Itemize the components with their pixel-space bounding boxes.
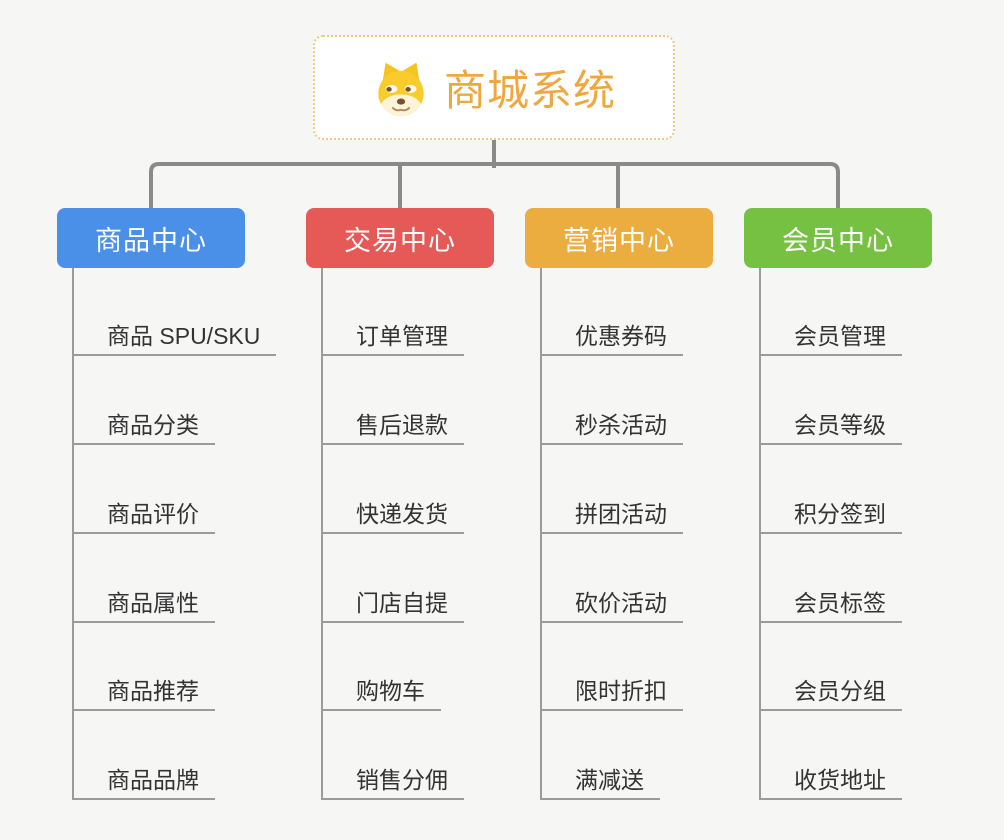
leaf-item[interactable]: 拼团活动 (541, 496, 683, 534)
leaf-item[interactable]: 商品分类 (73, 407, 215, 445)
leaf-item[interactable]: 砍价活动 (541, 585, 683, 623)
leaf-item[interactable]: 订单管理 (322, 318, 464, 356)
leaf-item[interactable]: 购物车 (322, 673, 441, 711)
leaf-item[interactable]: 积分签到 (760, 496, 902, 534)
leaf-item[interactable]: 限时折扣 (541, 673, 683, 711)
branch-node-trade[interactable]: 交易中心 (306, 208, 494, 268)
branch-node-marketing[interactable]: 营销中心 (525, 208, 713, 268)
root-connectors (149, 140, 840, 208)
leaf-item[interactable]: 售后退款 (322, 407, 464, 445)
root-node[interactable]: 商城系统 (313, 35, 675, 140)
leaf-item[interactable]: 商品 SPU/SKU (73, 318, 277, 356)
leaf-item[interactable]: 销售分佣 (322, 762, 464, 800)
branch-node-member[interactable]: 会员中心 (744, 208, 932, 268)
leaf-item[interactable]: 门店自提 (322, 585, 464, 623)
root-title: 商城系统 (443, 67, 616, 114)
leaf-item[interactable]: 满减送 (541, 762, 660, 800)
doge-icon (378, 62, 424, 116)
leaf-item[interactable]: 秒杀活动 (541, 407, 683, 445)
leaf-item[interactable]: 商品推荐 (73, 673, 215, 711)
leaf-item[interactable]: 会员分组 (760, 673, 902, 711)
leaf-item[interactable]: 收货地址 (760, 762, 902, 800)
leaf-item[interactable]: 优惠券码 (541, 318, 683, 356)
branch-node-product[interactable]: 商品中心 (57, 208, 245, 268)
leaf-item[interactable]: 快递发货 (322, 496, 464, 534)
leaf-item[interactable]: 会员等级 (760, 407, 902, 445)
leaf-item[interactable]: 会员管理 (760, 318, 902, 356)
leaf-item[interactable]: 商品评价 (73, 496, 215, 534)
leaf-item[interactable]: 商品属性 (73, 585, 215, 623)
leaf-item[interactable]: 会员标签 (760, 585, 902, 623)
leaf-item[interactable]: 商品品牌 (73, 762, 215, 800)
branch-trunk-lines (72, 268, 761, 800)
